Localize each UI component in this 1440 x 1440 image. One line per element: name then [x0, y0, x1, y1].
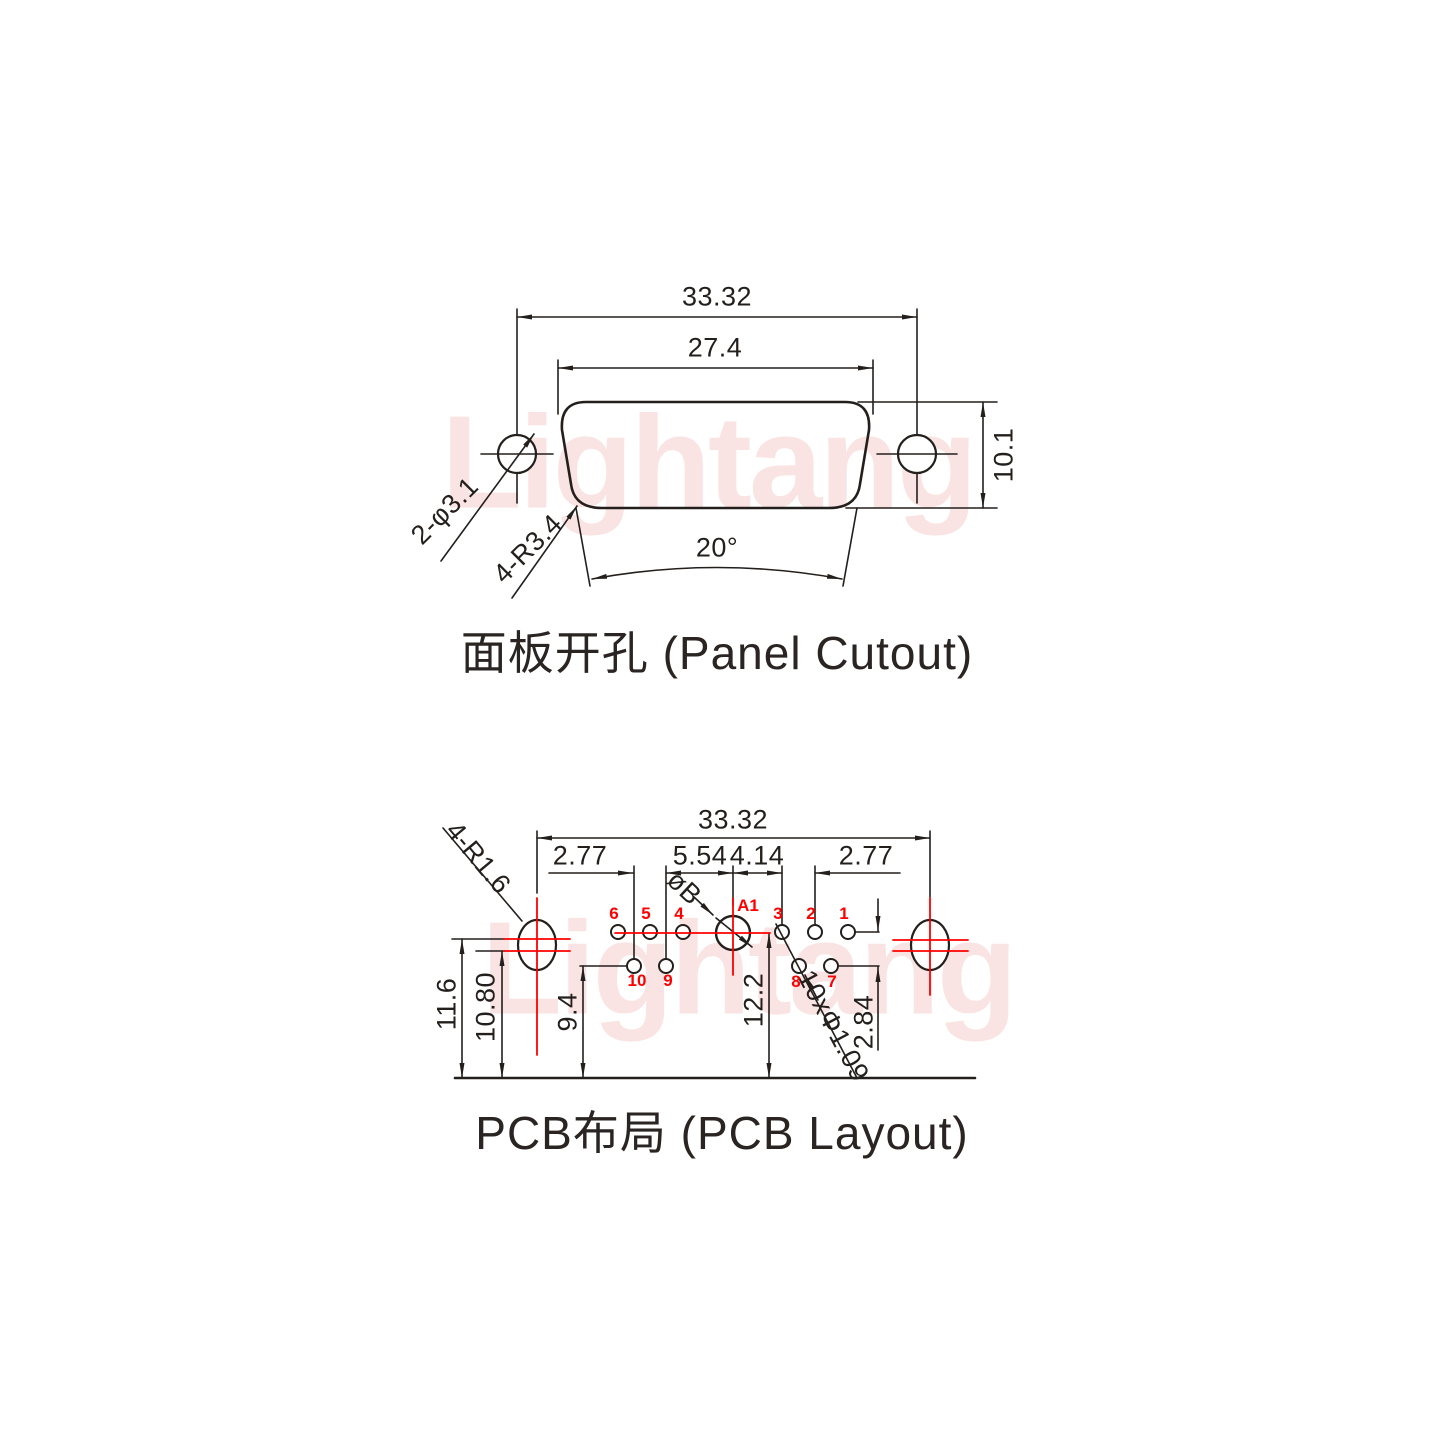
dim-11-6-text: 11.6: [431, 977, 462, 1031]
panel-dim-overall-width-text: 33.32: [681, 281, 753, 312]
pcb-dim-overall-width-text: 33.32: [697, 804, 769, 835]
pin-label-a1: A1: [737, 896, 759, 915]
pin-label-5: 5: [641, 904, 651, 923]
dim-9-4-text: 9.4: [552, 992, 583, 1032]
leader-mounting-holes: [440, 433, 535, 562]
pcb-layout-title: PCB布局 (PCB Layout): [475, 1107, 969, 1159]
panel-dim-cutout-width-text: 27.4: [687, 332, 743, 363]
pin-label-3: 3: [773, 904, 783, 923]
panel-hole-left: [480, 433, 554, 475]
panel-dim-height-text: 10.1: [988, 427, 1019, 483]
pin-label-6: 6: [609, 904, 619, 923]
pin-holes: [610, 924, 856, 974]
panel-hole-right: [876, 433, 958, 475]
leader-pin-holes: [775, 923, 858, 1079]
panel-cutout-drawing: [440, 308, 998, 599]
pcb-dim-pitch-right-text: 2.77: [838, 840, 894, 871]
leader-corner-radius: [511, 505, 578, 599]
dim-10-80-text: 10.80: [470, 971, 501, 1043]
panel-angle-label: 20°: [695, 532, 739, 563]
red-centerlines: [503, 897, 969, 1056]
cutout-outline: [560, 400, 871, 510]
pcb-dim-overall-width: [536, 830, 931, 898]
panel-dim-height: [845, 401, 998, 509]
pin-label-8: 8: [791, 972, 801, 991]
pcb-dim-4-14-text: 4.14: [729, 840, 785, 871]
panel-dim-angle: [575, 507, 858, 587]
dim-12-2-text: 12.2: [738, 972, 769, 1028]
pcb-dim-5-54-text: 5.54: [672, 840, 728, 871]
panel-cutout-title: 面板开孔 (Panel Cutout): [460, 627, 974, 679]
pin-label-7: 7: [827, 972, 837, 991]
pin-label-9: 9: [663, 971, 673, 990]
pin-label-2: 2: [806, 904, 816, 923]
pcb-layout-drawing: [442, 827, 977, 1080]
pcb-dim-pitch-left-text: 2.77: [552, 840, 608, 871]
pin-label-4: 4: [674, 904, 684, 923]
pin-label-10: 10: [627, 971, 647, 990]
pin-label-1: 1: [839, 904, 849, 923]
leader-pcb-corner-radius: [442, 827, 523, 922]
panel-dim-cutout-width: [557, 359, 874, 415]
